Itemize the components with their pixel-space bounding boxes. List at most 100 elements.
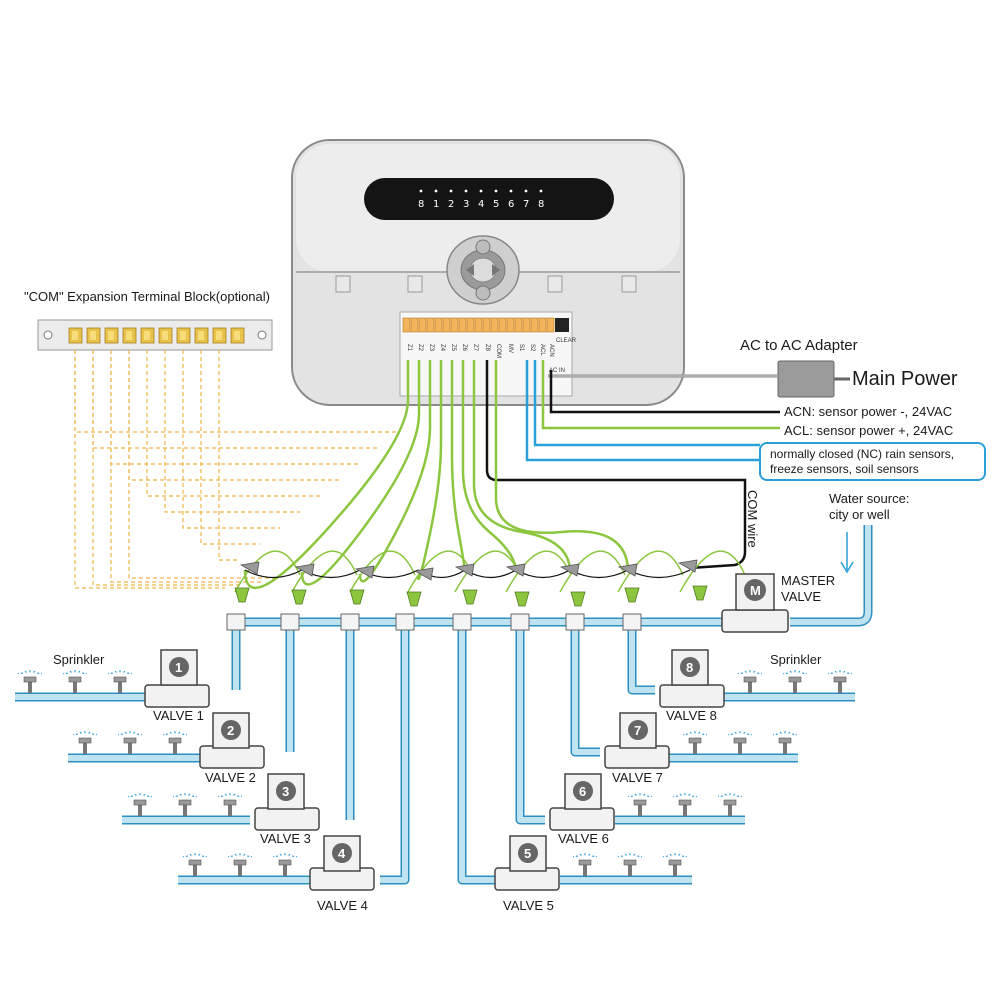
valve-number-badge — [628, 720, 648, 740]
sprinkler-heads — [17, 668, 853, 876]
zone-light — [464, 189, 468, 193]
sprinkler-head-icon — [717, 791, 743, 816]
terminal-label: Z6 — [461, 344, 467, 352]
valve-1-label: VALVE 1 — [153, 708, 204, 723]
valve-7-label: VALVE 7 — [612, 770, 663, 785]
zone-light — [434, 189, 438, 193]
dial-up-button[interactable] — [475, 239, 491, 255]
screw-terminal[interactable] — [426, 317, 435, 333]
valve-3: 3 — [254, 773, 320, 831]
zone-light — [479, 189, 483, 193]
housing-latches — [335, 275, 637, 293]
sprinkler-head-icon — [117, 729, 143, 754]
sprinkler-head-icon — [617, 851, 643, 876]
sprinkler-head-icon — [727, 729, 753, 754]
acn-wire — [549, 370, 780, 414]
screw-terminal[interactable] — [514, 317, 523, 333]
zone-indicator-digit: 4 — [478, 199, 484, 210]
pipe-network — [15, 525, 873, 885]
terminal-label: ACL — [539, 344, 545, 356]
sprinkler-head-icon — [572, 851, 598, 876]
valve-3-label: VALVE 3 — [260, 831, 311, 846]
wire-nut-green — [692, 585, 708, 601]
screw-terminal[interactable] — [402, 317, 411, 333]
valve-number-badge — [573, 781, 593, 801]
valve-6-label: VALVE 6 — [558, 831, 609, 846]
zone-light — [509, 189, 513, 193]
pipe-tee — [622, 613, 642, 631]
valve-8-label: VALVE 8 — [666, 708, 717, 723]
zone-indicator-digit: 6 — [508, 199, 514, 210]
dial-left-arrow-icon[interactable] — [466, 264, 474, 276]
sprinkler-label-left: Sprinkler — [53, 652, 105, 667]
screw-terminal[interactable] — [410, 317, 419, 333]
screw-terminal[interactable] — [474, 317, 483, 333]
valve-number-badge — [518, 843, 538, 863]
screw-terminal[interactable] — [458, 317, 467, 333]
ac-and-sensor-wires — [525, 360, 780, 462]
terminal-label: Z2 — [417, 344, 423, 352]
main-power-label: Main Power — [852, 368, 958, 390]
wire-nut-grey — [239, 561, 260, 575]
controller-terminal-strip — [402, 317, 555, 333]
screw-terminal[interactable] — [434, 317, 443, 333]
master-valve-line2: VALVE — [781, 589, 821, 604]
valve-5-label: VALVE 5 — [503, 898, 554, 913]
screw-terminal[interactable] — [466, 317, 475, 333]
control-dial[interactable] — [446, 235, 520, 305]
terminal-label: COM — [495, 344, 501, 358]
valve-number: 8 — [686, 660, 693, 675]
screw-terminal[interactable] — [538, 317, 547, 333]
screw-terminal[interactable] — [498, 317, 507, 333]
sensor-wire-1 — [533, 360, 760, 447]
screw-terminal[interactable] — [530, 317, 539, 333]
sensor-wire-2 — [525, 360, 760, 462]
screw-terminal[interactable] — [506, 317, 515, 333]
wire-nut-green — [514, 591, 530, 607]
adapter-label: AC to AC Adapter — [740, 337, 858, 354]
sprinkler-head-icon — [782, 668, 808, 693]
dial-down-button[interactable] — [475, 285, 491, 301]
screw-terminal[interactable] — [522, 317, 531, 333]
zone-indicator-digit: 7 — [523, 199, 529, 210]
screw-terminal[interactable] — [418, 317, 427, 333]
master-valve: M — [721, 573, 789, 633]
acl-wire — [541, 360, 780, 430]
terminal-label: Z4 — [439, 344, 445, 352]
valve-2-label: VALVE 2 — [205, 770, 256, 785]
water-flow-arrow-icon — [840, 532, 854, 574]
screw-terminal[interactable] — [482, 317, 491, 333]
water-source-line1: Water source: — [829, 491, 909, 506]
screw-terminal[interactable] — [450, 317, 459, 333]
screw-terminal[interactable] — [490, 317, 499, 333]
screw-terminal[interactable] — [442, 317, 451, 333]
wire-nut-grey — [454, 563, 475, 577]
dial-right-arrow-icon[interactable] — [492, 264, 500, 276]
controller-display — [364, 178, 614, 220]
valve-number: 3 — [282, 784, 289, 799]
valve-number: 2 — [227, 723, 234, 738]
zone-light — [494, 189, 498, 193]
sprinkler-head-icon — [227, 851, 253, 876]
zone-light — [419, 189, 423, 193]
valve-4: 4 — [309, 835, 375, 891]
master-valve-line1: MASTER — [781, 573, 835, 588]
com-wire — [485, 360, 747, 570]
terminal-label: Z7 — [472, 344, 478, 352]
pipe-tee — [510, 613, 530, 631]
wire-nut-green — [462, 589, 478, 605]
sprinkler-label-right: Sprinkler — [770, 652, 822, 667]
valve-7: 7 — [604, 712, 670, 769]
wire-connectors — [234, 559, 708, 607]
pipe-tee — [452, 613, 472, 631]
sprinkler-head-icon — [737, 668, 763, 693]
terminal-label: Z3 — [428, 344, 434, 352]
screw-terminal[interactable] — [546, 317, 555, 333]
zone-indicator-digit: 2 — [448, 199, 454, 210]
clear-button[interactable] — [555, 318, 569, 332]
terminal-label: Z1 — [406, 344, 412, 352]
valve-number: 6 — [579, 784, 586, 799]
